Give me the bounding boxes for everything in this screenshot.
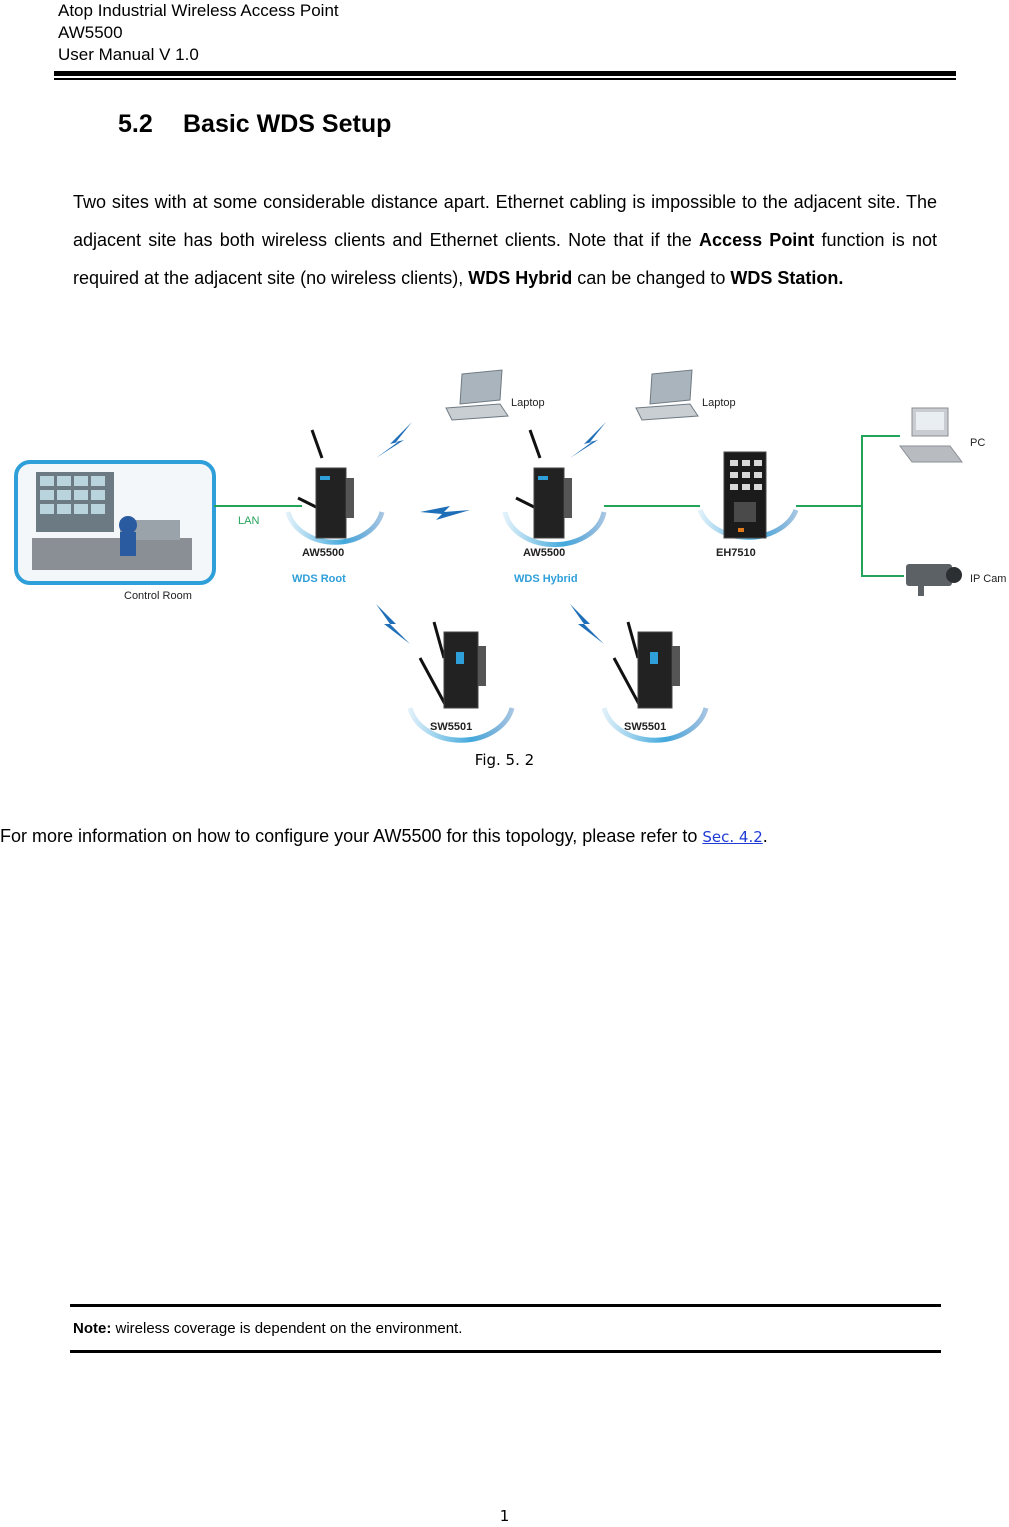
sw5501-station-1-device	[407, 621, 515, 743]
aw5500-hybrid-model: AW5500	[523, 547, 565, 559]
more-info-text: For more information on how to configure…	[0, 826, 703, 846]
para-text-3: can be changed to	[572, 268, 731, 288]
para-text-2: function is not required at the adjacent…	[73, 230, 938, 288]
header-model: AW5500	[58, 23, 123, 42]
aw5500-hybrid-device	[502, 429, 607, 548]
para-bold-wds-hybrid: WDS Hybrid	[468, 268, 573, 288]
wireless-link-laptop-2-icon	[570, 422, 606, 458]
more-info-line: For more information on how to configure…	[0, 826, 768, 847]
header-product-line: Atop Industrial Wireless Access Point	[58, 1, 339, 20]
note-box: Note: wireless coverage is dependent on …	[73, 1320, 462, 1337]
wireless-link-icon	[420, 506, 470, 520]
ipcam-label: IP Cam	[970, 573, 1006, 585]
sw5501-station-2-model: SW5501	[624, 721, 666, 733]
wireless-link-station-2-icon	[570, 604, 604, 644]
laptop-1-label: Laptop	[511, 397, 545, 409]
para-bold-wds-station: WDS Station.	[730, 268, 844, 288]
laptop-2-label: Laptop	[702, 397, 736, 409]
note-text: wireless coverage is dependent on the en…	[111, 1320, 463, 1337]
section-title: Basic WDS Setup	[183, 110, 392, 138]
figure-caption: Fig. 5. 2	[474, 751, 535, 769]
ip-camera-icon	[906, 564, 962, 596]
page-number: 1	[499, 1507, 510, 1525]
sw5501-station-2-device	[601, 621, 709, 743]
control-room	[14, 460, 216, 585]
laptop-1-icon	[445, 369, 509, 421]
section-reference-link[interactable]: Sec. 4.2	[702, 828, 763, 846]
eh7510-switch-device	[697, 451, 799, 540]
wireless-link-laptop-1-icon	[376, 422, 412, 458]
aw5500-root-role: WDS Root	[292, 573, 346, 585]
section-number: 5.2	[118, 110, 153, 138]
header-rule-thick	[54, 71, 956, 76]
ethernet-link-switch-clients	[796, 435, 900, 507]
laptop-2-icon	[635, 369, 699, 421]
note-rule-top	[70, 1304, 941, 1307]
section-heading: 5.2 Basic WDS Setup	[118, 110, 391, 139]
document-header: Atop Industrial Wireless Access Point AW…	[58, 0, 339, 66]
aw5500-root-model: AW5500	[302, 547, 344, 559]
wireless-link-station-1-icon	[376, 604, 410, 644]
wds-topology-diagram: Control Room LAN AW5500 WDS Root AW5500 …	[14, 369, 1006, 743]
intro-paragraph: Two sites with at some considerable dist…	[73, 183, 937, 297]
aw5500-root-device	[285, 429, 385, 545]
note-label: Note:	[73, 1320, 112, 1337]
header-manual-version: User Manual V 1.0	[58, 45, 199, 64]
lan-label: LAN	[238, 515, 259, 527]
pc-label: PC	[970, 437, 985, 449]
eh7510-model: EH7510	[716, 547, 756, 559]
header-rule-thin	[54, 78, 956, 80]
ethernet-link-switch-ipcam	[861, 506, 904, 577]
para-text-1: Two sites with at some considerable dist…	[73, 192, 937, 250]
pc-icon	[899, 407, 963, 463]
note-rule-bottom	[70, 1350, 941, 1353]
aw5500-hybrid-role: WDS Hybrid	[514, 573, 578, 585]
sw5501-station-1-model: SW5501	[430, 721, 472, 733]
more-info-suffix: .	[762, 826, 768, 846]
para-bold-access-point: Access Point	[699, 230, 815, 250]
control-room-label: Control Room	[124, 590, 192, 602]
